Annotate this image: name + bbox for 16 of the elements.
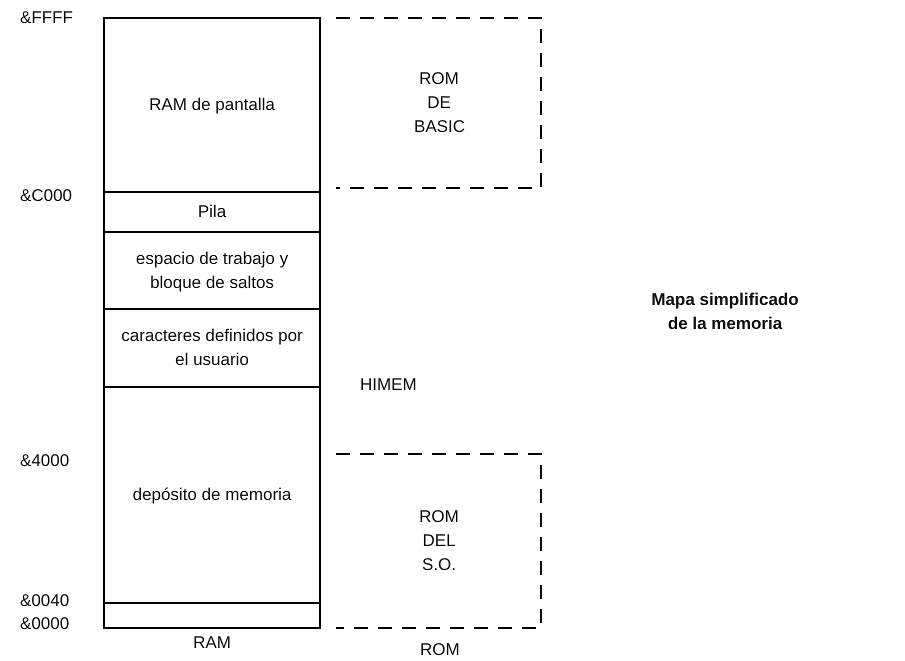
- memory-region: Pila: [105, 191, 319, 231]
- address-label: HIMEM: [360, 375, 417, 395]
- column-label: ROM: [420, 640, 460, 660]
- address-label: &0000: [20, 614, 70, 634]
- address-label: &0040: [20, 591, 70, 611]
- dashed-memory-region: ROM DE BASIC: [336, 17, 542, 189]
- column-label: RAM: [192, 633, 232, 653]
- address-label: &FFFF: [20, 8, 73, 28]
- address-label: &4000: [20, 451, 70, 471]
- address-label: &C000: [20, 186, 72, 206]
- memory-region: RAM de pantalla: [105, 19, 319, 191]
- memory-region: espacio de trabajo y bloque de saltos: [105, 231, 319, 308]
- memory-region: depósito de memoria: [105, 386, 319, 602]
- caption: Mapa simplificado de la memoria: [650, 289, 800, 335]
- memory-region: caracteres definidos por el usuario: [105, 308, 319, 386]
- dashed-memory-region: ROM DEL S.O.: [336, 453, 542, 629]
